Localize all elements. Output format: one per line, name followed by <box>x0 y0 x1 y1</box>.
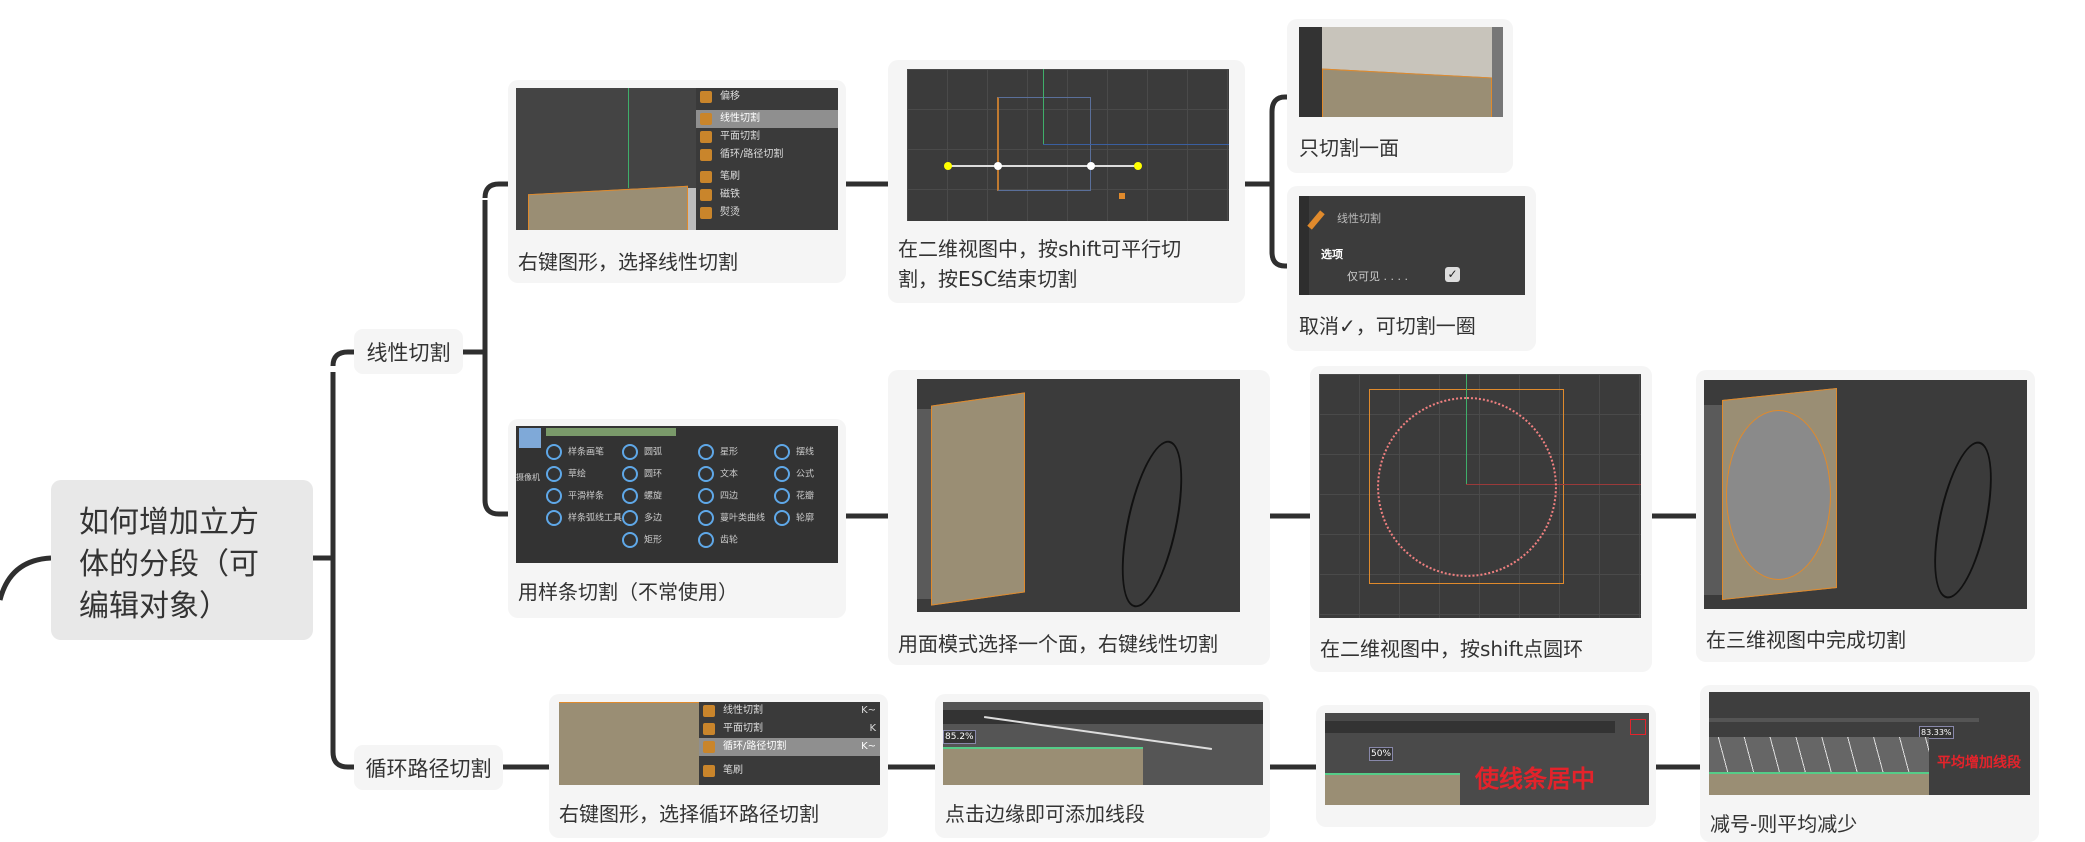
root-topic[interactable]: 如何增加立方体的分段（可编辑对象） <box>51 480 313 640</box>
card-caption-line1: 在二维视图中，按shift可平行切 <box>898 237 1182 261</box>
screenshot-2d-circle <box>1319 374 1641 618</box>
spline-item[interactable]: 齿轮 <box>698 532 738 548</box>
spline-item[interactable]: 星形 <box>698 444 738 460</box>
menu-item[interactable]: 笔刷 <box>696 168 838 186</box>
screenshot-spline-menu: 摄像机 样条画笔 草绘 平滑样条 样条弧线工具 圆弧 圆环 螺旋 多边 矩形 星… <box>516 426 838 563</box>
card-2d-view-shift[interactable]: 在二维视图中，按shift可平行切 割，按ESC结束切割 <box>888 60 1245 303</box>
spline-item[interactable]: 样条弧线工具 <box>546 510 622 526</box>
card-caption: 点击边缘即可添加线段 <box>945 802 1145 826</box>
screenshot-even-segments: 83.33% 平均增加线段 <box>1709 692 2030 795</box>
card-spline-cut[interactable]: 摄像机 样条画笔 草绘 平滑样条 样条弧线工具 圆弧 圆环 螺旋 多边 矩形 星… <box>508 419 846 618</box>
screenshot-center-line: 50% 使线条居中 <box>1325 713 1649 805</box>
segment-percent: 83.33% <box>1919 726 1954 739</box>
card-caption: 在三维视图中完成切割 <box>1706 628 1906 652</box>
center-annotation: 使线条居中 <box>1475 765 1595 793</box>
menu-item-linear-cut[interactable]: 线性切割 <box>696 110 838 128</box>
card-minus-reduce[interactable]: 83.33% 平均增加线段 减号-则平均减少 <box>1700 685 2039 842</box>
spline-pen-icon <box>519 428 541 448</box>
card-caption: 只切割一面 <box>1299 136 1399 160</box>
root-title: 如何增加立方体的分段（可编辑对象） <box>79 505 259 624</box>
spline-item[interactable]: 螺旋 <box>622 488 662 504</box>
spline-item[interactable]: 矩形 <box>622 532 662 548</box>
spline-item[interactable]: 圆弧 <box>622 444 662 460</box>
screenshot-one-face <box>1299 27 1503 117</box>
branch-loop-cut[interactable]: 循环路径切割 <box>354 745 503 790</box>
spline-item[interactable]: 平滑样条 <box>546 488 604 504</box>
card-caption: 右键图形，选择线性切割 <box>518 250 738 274</box>
branch-label: 线性切割 <box>366 340 451 365</box>
spline-item[interactable]: 花瓣 <box>774 488 814 504</box>
card-caption: 用样条切割（不常使用） <box>518 580 738 604</box>
spline-item[interactable]: 公式 <box>774 466 814 482</box>
option-visible-only: 仅可见 . . . . <box>1347 270 1408 283</box>
card-caption: 取消✓，可切割一圈 <box>1299 314 1476 338</box>
menu-item[interactable]: 平面切割 <box>696 128 838 146</box>
camera-label: 摄像机 <box>516 473 540 482</box>
screenshot-2d-view <box>907 69 1229 221</box>
spline-item[interactable]: 多边 <box>622 510 662 526</box>
screenshot-3d-cut <box>1704 380 2027 609</box>
knife-icon <box>1307 210 1325 230</box>
menu-item[interactable]: 熨烫 <box>696 204 838 222</box>
screenshot-linear-cut-options: 线性切割 选项 仅可见 . . . . ✓ <box>1299 196 1525 295</box>
menu-item[interactable]: 笔刷 <box>699 762 880 780</box>
spline-item[interactable]: 蔓叶类曲线 <box>698 510 765 526</box>
spline-item[interactable]: 四边 <box>698 488 738 504</box>
menu-item[interactable]: 偏移 <box>696 88 838 106</box>
spline-item[interactable]: 文本 <box>698 466 738 482</box>
options-section: 选项 <box>1321 248 1343 261</box>
card-caption-line2: 割，按ESC结束切割 <box>898 267 1078 291</box>
center-percent: 50% <box>1369 747 1394 761</box>
spline-item[interactable]: 样条画笔 <box>546 444 604 460</box>
card-center-line[interactable]: 50% 使线条居中 <box>1316 705 1656 827</box>
card-shift-circle[interactable]: 在二维视图中，按shift点圆环 <box>1310 366 1652 672</box>
spline-item[interactable]: 摆线 <box>774 444 814 460</box>
screenshot-context-menu: 偏移 线性切割 平面切割 循环/路径切割 笔刷 磁铁 熨烫 <box>516 88 838 230</box>
card-face-mode[interactable]: 用面模式选择一个面，右键线性切割 <box>888 370 1270 665</box>
card-caption: 用面模式选择一个面，右键线性切割 <box>898 632 1218 656</box>
card-caption: 在二维视图中，按shift点圆环 <box>1320 637 1584 661</box>
visible-only-checkbox[interactable]: ✓ <box>1445 267 1460 282</box>
screenshot-face-select <box>917 379 1240 612</box>
card-one-face[interactable]: 只切割一面 <box>1287 19 1513 173</box>
menu-item[interactable]: 磁铁 <box>696 186 838 204</box>
segment-annotation: 平均增加线段 <box>1937 755 2021 771</box>
card-right-click-linear[interactable]: 偏移 线性切割 平面切割 循环/路径切割 笔刷 磁铁 熨烫 右键图形，选择线性切… <box>508 80 846 283</box>
card-caption: 右键图形，选择循环路径切割 <box>559 802 819 826</box>
card-uncheck-visible[interactable]: 线性切割 选项 仅可见 . . . . ✓ 取消✓，可切割一圈 <box>1287 186 1536 351</box>
menu-item[interactable]: 循环/路径切割 <box>696 146 838 164</box>
edge-percent: 85.2% <box>943 730 976 744</box>
spline-item[interactable]: 圆环 <box>622 466 662 482</box>
card-3d-complete[interactable]: 在三维视图中完成切割 <box>1696 370 2035 662</box>
branch-linear-cut[interactable]: 线性切割 <box>354 329 463 374</box>
card-caption: 减号-则平均减少 <box>1710 812 1858 836</box>
context-menu: 偏移 线性切割 平面切割 循环/路径切割 笔刷 磁铁 熨烫 <box>696 88 838 230</box>
panel-title: 线性切割 <box>1337 212 1381 225</box>
spline-item[interactable]: 轮廓 <box>774 510 814 526</box>
screenshot-edge-loop: 85.2% <box>943 702 1263 785</box>
card-click-edge[interactable]: 85.2% 点击边缘即可添加线段 <box>935 694 1270 838</box>
branch-label: 循环路径切割 <box>365 756 492 781</box>
spline-item[interactable]: 草绘 <box>546 466 586 482</box>
